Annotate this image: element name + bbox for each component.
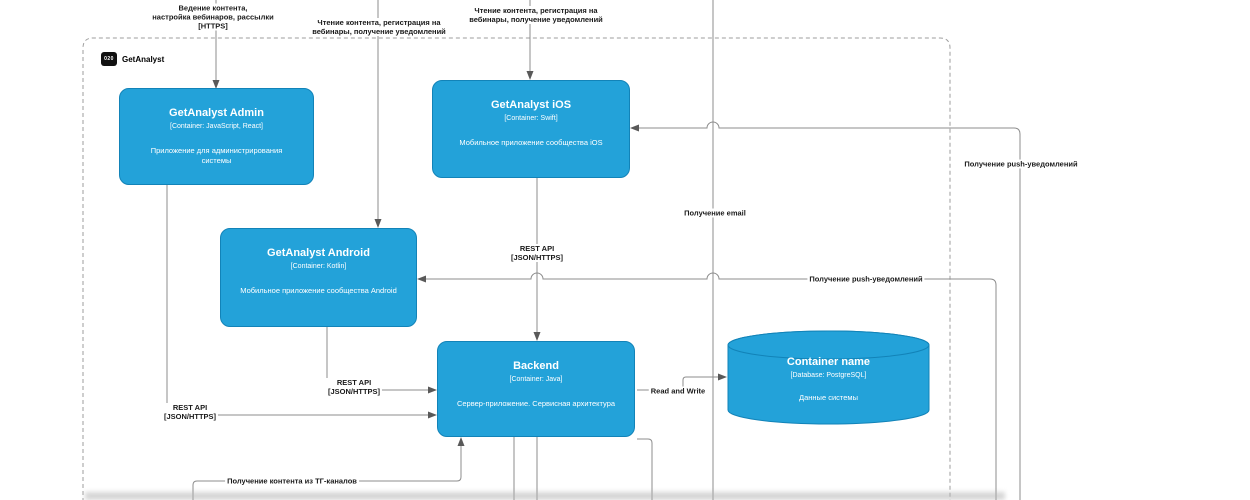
edge-label-rest-admin: REST API [JSON/HTTPS]	[161, 403, 219, 421]
container-title: Container name	[786, 356, 871, 368]
database-cylinder-icon	[727, 330, 930, 425]
edge-label-push-android: Получение push-уведомлений	[807, 274, 925, 284]
container-tech: [Database: PostgreSQL]	[790, 372, 867, 379]
container-desc: Данные системы	[799, 393, 858, 402]
edge-push-android	[417, 272, 997, 500]
container-tech: [Container: Kotlin]	[290, 263, 347, 270]
container-admin[interactable]: GetAnalyst Admin [Container: JavaScript,…	[119, 88, 314, 185]
edge-label-rest-ios: REST API [JSON/HTTPS]	[508, 244, 566, 262]
container-desc: Сервер-приложение. Сервисная архитектура	[456, 399, 616, 408]
edge-label-tg: Получение контента из ТГ-каналов	[225, 476, 359, 486]
edge-label-android-usage: Чтение контента, регистрация на вебинары…	[310, 18, 448, 36]
container-desc: Приложение для администрирования системы	[150, 146, 283, 165]
edge-label-read-write: Read and Write	[648, 386, 708, 396]
edge-label-rest-android: REST API [JSON/HTTPS]	[325, 378, 383, 396]
container-tech: [Container: Swift]	[504, 115, 558, 122]
boundary-label: 020 GetAnalyst	[101, 52, 164, 66]
edge-push-ios	[630, 121, 1021, 500]
container-tech: [Container: JavaScript, React]	[170, 123, 263, 130]
container-tech: [Container: Java]	[509, 376, 563, 383]
container-title: Backend	[513, 360, 559, 372]
container-title: GetAnalyst Android	[267, 247, 370, 259]
container-title: GetAnalyst iOS	[490, 99, 572, 111]
boundary-name: GetAnalyst	[122, 54, 165, 64]
system-boundary	[82, 37, 951, 500]
container-title: GetAnalyst Admin	[169, 107, 264, 119]
container-ios[interactable]: GetAnalyst iOS [Container: Swift] Мобиль…	[432, 80, 630, 178]
database-container[interactable]: Container name [Database: PostgreSQL] Да…	[727, 330, 930, 425]
cutoff-bottom-elements	[85, 492, 1005, 500]
edge-label-email: Получение email	[682, 208, 748, 218]
container-desc: Мобильное приложение сообщества iOS	[459, 138, 603, 147]
edge-label-admin-usage: Ведение контента, настройка вебинаров, р…	[150, 3, 276, 31]
edge-label-push-ios: Получение push-уведомлений	[962, 159, 1080, 169]
container-backend[interactable]: Backend [Container: Java] Сервер-приложе…	[437, 341, 635, 437]
container-desc: Мобильное приложение сообщества Android	[240, 286, 397, 295]
getanalyst-logo-icon: 020	[101, 52, 117, 66]
container-android[interactable]: GetAnalyst Android [Container: Kotlin] М…	[220, 228, 417, 327]
edge-backend-down-3	[637, 438, 653, 500]
edge-label-ios-usage: Чтение контента, регистрация на вебинары…	[467, 6, 605, 24]
